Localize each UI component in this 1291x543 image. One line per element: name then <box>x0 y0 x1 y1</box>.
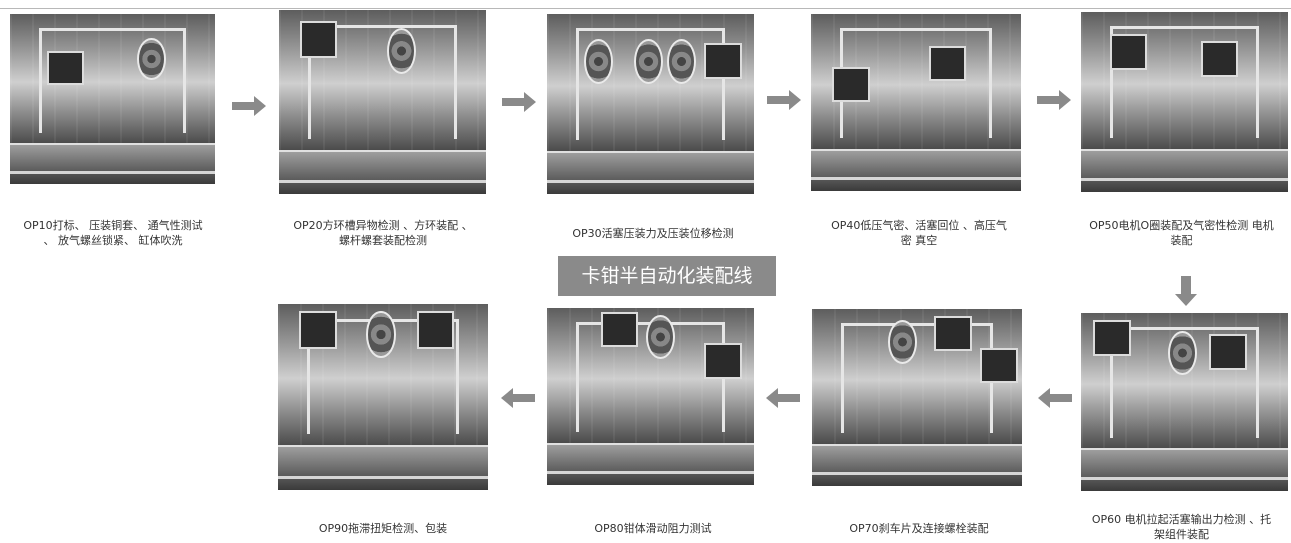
station-caption-op30: OP30活塞压装力及压装位移检测 <box>572 227 734 240</box>
station-photo-op60 <box>1081 313 1288 491</box>
flow-arrow-right-4 <box>1037 90 1071 110</box>
station-photo-op10 <box>10 14 215 184</box>
flow-arrow-down <box>1175 276 1197 306</box>
flow-arrow-left-1 <box>1038 388 1072 408</box>
station-photo-op90 <box>278 304 488 490</box>
flow-arrow-left-2 <box>766 388 800 408</box>
station-photo-op30 <box>547 14 754 194</box>
flow-arrow-right-3 <box>767 90 801 110</box>
station-photo-op70 <box>812 309 1022 486</box>
station-caption-op50: OP50电机O圈装配及气密性检测 电机 装配 <box>1089 219 1274 247</box>
top-divider <box>0 8 1291 9</box>
station-caption-op90: OP90拖滞扭矩检测、包装 <box>318 522 448 535</box>
station-photo-op20 <box>279 10 486 194</box>
station-photo-op50 <box>1081 12 1288 192</box>
flow-arrow-right-1 <box>232 96 266 116</box>
line-title: 卡钳半自动化装配线 <box>558 256 776 296</box>
station-photo-op80 <box>547 308 754 485</box>
station-caption-op40: OP40低压气密、活塞回位 、高压气 密 真空 <box>831 219 1007 247</box>
station-photo-op40 <box>811 14 1021 191</box>
station-caption-op70: OP70刹车片及连接螺栓装配 <box>849 522 989 535</box>
station-caption-op60: OP60 电机拉起活塞输出力检测 、托 架组件装配 <box>1091 513 1272 541</box>
flow-arrow-right-2 <box>502 92 536 112</box>
flow-arrow-left-3 <box>501 388 535 408</box>
station-caption-op20: OP20方环槽异物检测 、方环装配 、 螺杆螺套装配检测 <box>293 219 473 247</box>
station-caption-op10: OP10打标、 压装铜套、 通气性测试 、 放气螺丝锁紧、 缸体吹洗 <box>23 219 203 247</box>
station-caption-op80: OP80钳体滑动阻力测试 <box>594 522 712 535</box>
